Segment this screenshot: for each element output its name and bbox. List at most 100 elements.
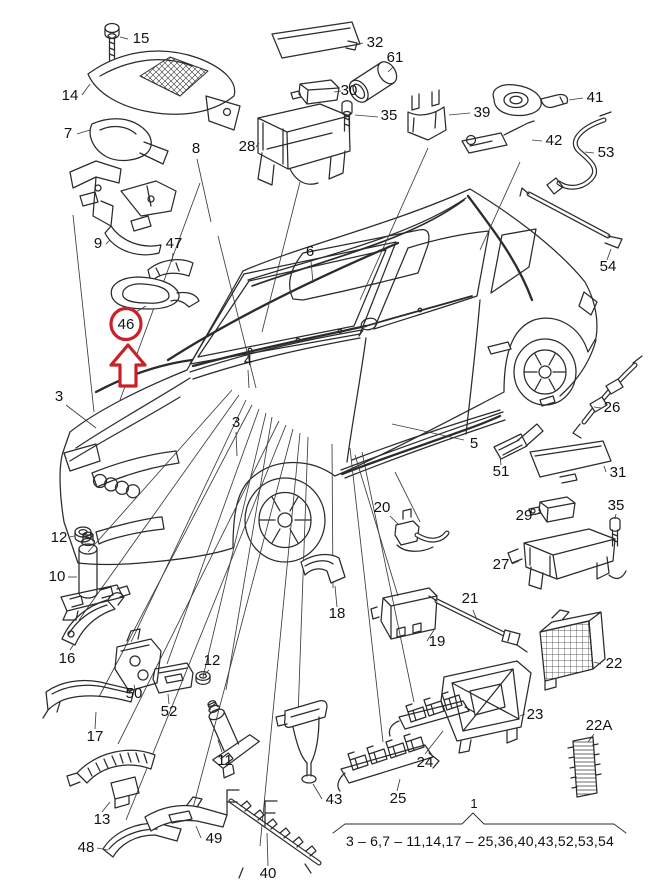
part-callout-10: 10 — [49, 568, 66, 585]
part-callout-49: 49 — [206, 830, 223, 847]
side-marker — [539, 395, 556, 407]
part-29-drawing — [528, 496, 576, 523]
part-callout-41: 41 — [587, 89, 604, 106]
part-callout-22A: 22A — [586, 717, 613, 734]
roof-line — [247, 197, 467, 281]
part-51-drawing — [493, 423, 544, 460]
part-53-drawing — [546, 111, 612, 195]
part-callout-9: 9 — [94, 235, 102, 252]
part-callout-42: 42 — [546, 132, 563, 149]
cowl-lines — [189, 329, 363, 380]
part-callout-30: 30 — [341, 82, 358, 99]
part-48-drawing — [102, 822, 182, 858]
part-callout-16: 16 — [59, 650, 76, 667]
part-24-drawing — [388, 691, 475, 737]
part-50-drawing — [114, 628, 162, 692]
part-callout-21: 21 — [462, 590, 479, 607]
part-28-drawing — [257, 103, 351, 186]
part-23-drawing — [440, 660, 532, 754]
part-15-drawing — [104, 22, 120, 65]
part-14-drawing — [87, 50, 241, 131]
taillight — [578, 291, 598, 316]
part-callout-11: 11 — [217, 752, 233, 769]
part-20-drawing — [394, 508, 450, 552]
part-13-drawing — [66, 749, 156, 809]
part-41-drawing — [492, 83, 569, 117]
part-callout-40: 40 — [260, 865, 277, 882]
part-callout-31: 31 — [610, 464, 627, 481]
part-callout-43: 43 — [326, 791, 343, 808]
part-callout-48: 48 — [78, 839, 95, 856]
part-callout-51: 51 — [493, 463, 510, 480]
quarter-window — [490, 228, 537, 294]
part-32-drawing — [271, 21, 361, 59]
part-callout-15: 15 — [133, 30, 150, 47]
part-7-drawing — [89, 118, 169, 165]
rocker-lines — [340, 411, 506, 479]
group-brace — [332, 812, 627, 834]
part-12-right-drawing — [195, 670, 211, 686]
group-items-text: 3 – 6,7 – 11,14,17 – 25,36,40,43,52,53,5… — [346, 833, 614, 849]
part-46-drawing — [110, 276, 200, 310]
part-49-drawing — [144, 796, 228, 832]
part-27-drawing — [507, 528, 627, 590]
part-52-drawing — [152, 662, 194, 694]
part-callout-53: 53 — [598, 144, 615, 161]
callout-leader-lines — [65, 36, 617, 867]
part-callout-12: 12 — [204, 652, 221, 669]
wiring-harness — [94, 194, 534, 476]
part-illustrations — [42, 21, 643, 879]
part-47-drawing — [147, 259, 194, 283]
part-8-9-drawing — [69, 160, 177, 256]
part-43-drawing — [275, 700, 328, 784]
part-callout-7: 7 — [64, 125, 72, 142]
part-callout-20: 20 — [374, 499, 391, 516]
part-callout-13: 13 — [94, 811, 111, 828]
part-callout-35: 35 — [381, 107, 398, 124]
part-61-drawing — [348, 61, 398, 103]
part-callout-32: 32 — [367, 34, 384, 51]
part-30-drawing — [290, 79, 340, 105]
part-callout-35: 35 — [608, 497, 625, 514]
group-brace-section: 1 3 – 6,7 – 11,14,17 – 25,36,40,43,52,53… — [332, 796, 627, 849]
part-callout-12: 12 — [51, 529, 68, 546]
grille — [91, 450, 180, 488]
part-callout-25: 25 — [390, 790, 407, 807]
part-19-drawing — [370, 587, 438, 640]
part-callout-23: 23 — [527, 706, 544, 723]
part-callout-4: 4 — [244, 352, 252, 369]
rear-bumper-line — [559, 339, 597, 397]
part-callout-3: 3 — [232, 414, 240, 431]
part-callout-27: 27 — [493, 556, 510, 573]
part-22-drawing — [539, 609, 606, 691]
part-callout-29: 29 — [516, 507, 533, 524]
lower-door-line — [351, 409, 501, 461]
part-21-drawing — [428, 595, 528, 653]
part-54-drawing — [519, 187, 623, 249]
audi-rings — [92, 473, 141, 499]
part-callout-5: 5 — [470, 435, 478, 452]
part-callout-8: 8 — [192, 140, 200, 157]
part-35-top-drawing — [341, 100, 353, 132]
part-callout-50: 50 — [126, 685, 143, 702]
part-10-drawing — [60, 531, 131, 621]
part-callout-22: 22 — [606, 655, 623, 672]
part-callout-14: 14 — [62, 87, 79, 104]
front-wheel — [244, 477, 326, 563]
highlight-circle-46 — [109, 306, 143, 342]
part-callout-3: 3 — [55, 388, 63, 405]
part-callout-47: 47 — [166, 235, 183, 252]
part-18-drawing — [300, 553, 346, 584]
sunroof — [289, 228, 430, 301]
hood-creases — [69, 377, 191, 462]
part-11-drawing — [207, 700, 260, 779]
part-callout-24: 24 — [417, 754, 434, 771]
part-40-drawing — [226, 789, 322, 879]
bumper-intake — [95, 516, 165, 545]
part-26-drawing — [572, 355, 643, 439]
part-callout-54: 54 — [600, 258, 617, 275]
car-body-outline — [59, 188, 598, 566]
group-label: 1 — [470, 796, 477, 811]
